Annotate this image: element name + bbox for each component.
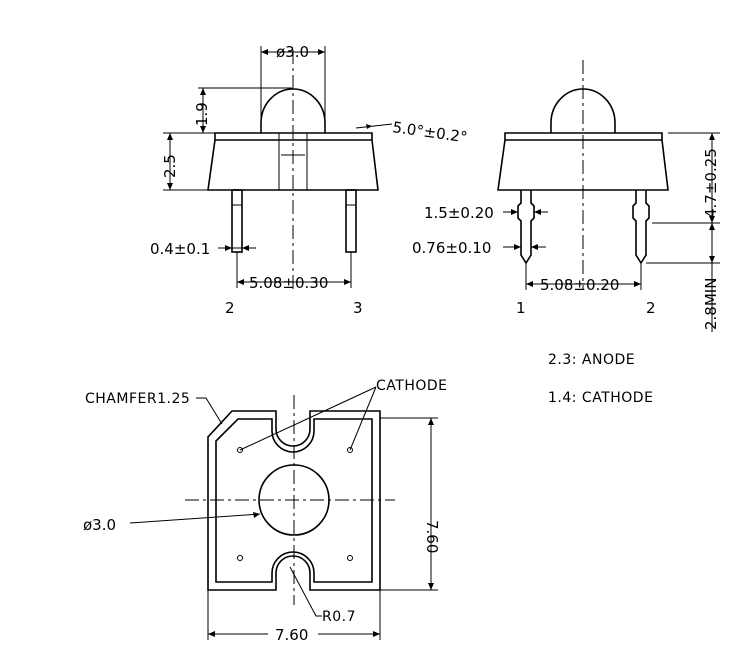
front-pin-right: 3 — [353, 299, 363, 317]
top-inner-outline — [215, 418, 373, 583]
top-mark-br — [347, 555, 353, 561]
top-mark-tr — [347, 447, 353, 453]
front-pin-left: 2 — [225, 299, 235, 317]
front-lead-pitch-label: 5.08±0.30 — [249, 274, 328, 292]
front-lens-height-label: 1.9 — [193, 102, 211, 126]
top-outer-outline — [207, 410, 381, 591]
legend-cathode: 1.4: CATHODE — [548, 390, 653, 406]
side-lead-min-label: 2.8MIN — [702, 278, 720, 330]
side-lead-pitch-label: 5.08±0.20 — [540, 276, 619, 294]
front-lead-width-label: 0.4±0.1 — [150, 240, 210, 258]
side-lead-shoulder-label: 1.5±0.20 — [424, 204, 494, 222]
side-lead-right — [632, 190, 650, 265]
top-mark-tl — [237, 447, 243, 453]
top-view: CHAMFER1.25 CATHODE ø3.0 R0.7 7.60 7.60 — [83, 378, 448, 644]
front-lead-left — [231, 189, 243, 253]
front-lens-diameter-label: ø3.0 — [276, 43, 309, 61]
top-height-label: 7.60 — [423, 520, 441, 553]
front-body-height-label: 2.5 — [161, 154, 179, 178]
side-pin-left: 1 — [516, 299, 526, 317]
top-lens-diameter-label: ø3.0 — [83, 516, 116, 534]
front-view: ø3.0 1.9 2.5 5.0°±0.2° 0.4±0.1 5.08±0.30… — [150, 43, 468, 317]
top-lens-circle — [258, 464, 330, 536]
top-chamfer-label: CHAMFER1.25 — [85, 391, 190, 407]
side-view: 1.5±0.20 0.76±0.10 5.08±0.20 4.7±0.25 2.… — [412, 60, 720, 332]
front-draft-angle-label: 5.0°±0.2° — [391, 118, 468, 146]
top-width-label: 7.60 — [275, 626, 308, 644]
top-cathode-label: CATHODE — [376, 378, 448, 394]
top-mark-bl — [237, 555, 243, 561]
side-lead-tip-label: 0.76±0.10 — [412, 239, 491, 257]
side-pin-right: 2 — [646, 299, 656, 317]
top-notch-radius-label: R0.7 — [322, 609, 356, 625]
side-lead-left — [517, 190, 535, 265]
side-overall-height-label: 4.7±0.25 — [702, 148, 720, 218]
legend-anode: 2.3: ANODE — [548, 352, 635, 368]
front-lead-right — [345, 189, 357, 253]
